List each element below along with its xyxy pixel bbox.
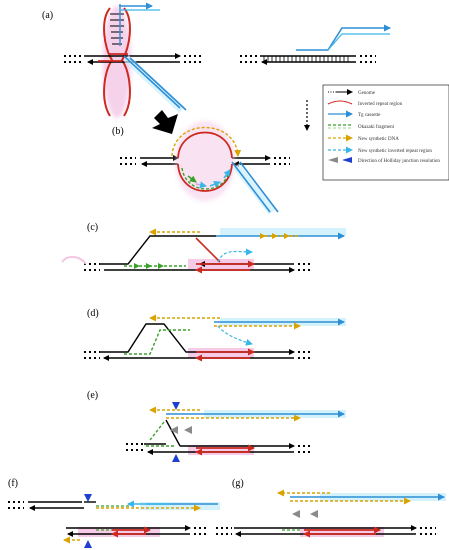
panel-label-c: (c) [87, 222, 98, 233]
legend-item-okazaki: Okazaki fragment [328, 124, 395, 130]
panel-a-genome-left [64, 53, 204, 65]
big-arrow [152, 110, 178, 134]
panel-label-b: (b) [112, 126, 124, 137]
panel-b-replication-bubble [171, 121, 242, 201]
hj-gray-marker-left [170, 426, 178, 434]
panel-b-tg-cassette [231, 161, 279, 215]
hj-gray-marker-left [292, 510, 300, 518]
panel-label-d: (d) [87, 308, 99, 319]
panel-label-e: (e) [87, 390, 98, 401]
panel-g: (g) [216, 478, 446, 538]
legend-label: Direction of Holliday junction resolutio… [358, 159, 440, 164]
legend-item-new-ir: New synthetic inverted repeat region [328, 146, 432, 154]
panel-d: (d) [84, 308, 346, 362]
panel-a-tg-cassette [123, 55, 187, 113]
panel-c: (c) [61, 222, 346, 274]
hj-blue-marker-top [172, 402, 180, 410]
legend: Genome Inverted repeat region Tg cassett… [322, 84, 449, 181]
legend-item-hj-direction: Direction of Holliday junction resolutio… [328, 157, 440, 164]
panel-a-right-duplex [240, 24, 391, 65]
hj-gray-marker-right [310, 510, 318, 518]
panel-e: (e) [87, 390, 346, 462]
legend-label: New synthetic DNA [358, 137, 399, 142]
legend-item-genome: Genome [328, 89, 376, 96]
hj-blue-marker-bottom [84, 540, 92, 548]
legend-item-inverted-repeat: Inverted repeat region [327, 100, 403, 107]
legend-label: Genome [358, 91, 376, 96]
panel-b: (b) [112, 121, 290, 215]
hj-gray-marker-right [184, 426, 192, 434]
panel-label-a: (a) [42, 10, 53, 21]
panel-b-genome [120, 155, 290, 167]
hj-blue-marker-bottom [172, 454, 180, 462]
panel-a: (a) [42, 2, 391, 118]
legend-label: New synthetic inverted repeat region [358, 149, 432, 154]
legend-label: Inverted repeat region [358, 102, 403, 107]
legend-label: Tg cassette [358, 113, 381, 118]
legend-label: Okazaki fragment [358, 125, 395, 130]
panel-label-f: (f) [8, 478, 18, 489]
legend-item-tg-cassette: Tg cassette [328, 110, 381, 118]
hj-blue-marker-top [84, 494, 92, 502]
panel-f: (f) [8, 478, 220, 548]
legend-item-new-dna: New synthetic DNA [328, 134, 399, 142]
panel-label-g: (g) [232, 478, 244, 489]
